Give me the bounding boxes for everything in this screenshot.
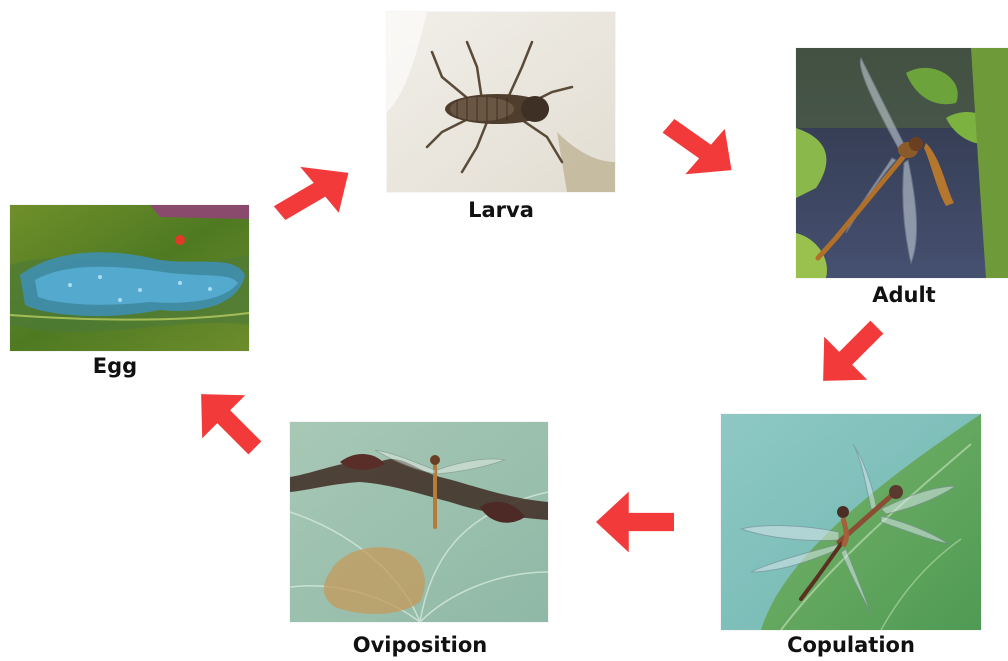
adult-label: Adult — [849, 283, 959, 307]
arrow-down-left-icon — [812, 316, 888, 392]
arrow-left-icon — [596, 484, 674, 560]
copulation-photo — [721, 414, 981, 630]
copulation-label: Copulation — [771, 633, 931, 657]
larva-photo — [387, 12, 615, 192]
egg-label: Egg — [60, 354, 170, 378]
oviposition-photo — [290, 422, 548, 622]
arrow-up-left-icon — [190, 383, 266, 459]
larva-label: Larva — [446, 198, 556, 222]
oviposition-label: Oviposition — [330, 633, 510, 657]
arrow-down-right-icon — [660, 112, 740, 184]
arrow-up-right-icon — [272, 158, 356, 228]
egg-photo — [10, 205, 249, 351]
adult-photo — [796, 48, 1008, 278]
